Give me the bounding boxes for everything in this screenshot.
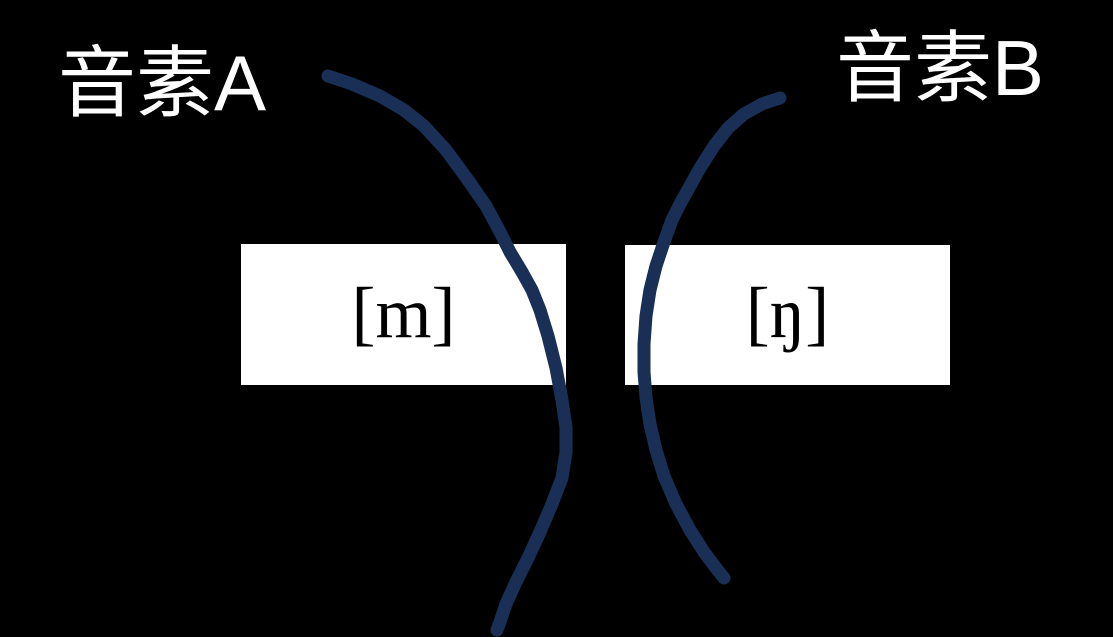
allophone-box-right: [ŋ]	[625, 245, 950, 385]
allophone-right-text: [ŋ]	[745, 273, 830, 353]
allophone-box-left: [m]	[241, 244, 566, 385]
phoneme-b-label: 音素B	[836, 24, 1045, 112]
phoneme-a-label: 音素A	[58, 39, 267, 127]
allophone-left-text: [m]	[351, 272, 456, 353]
